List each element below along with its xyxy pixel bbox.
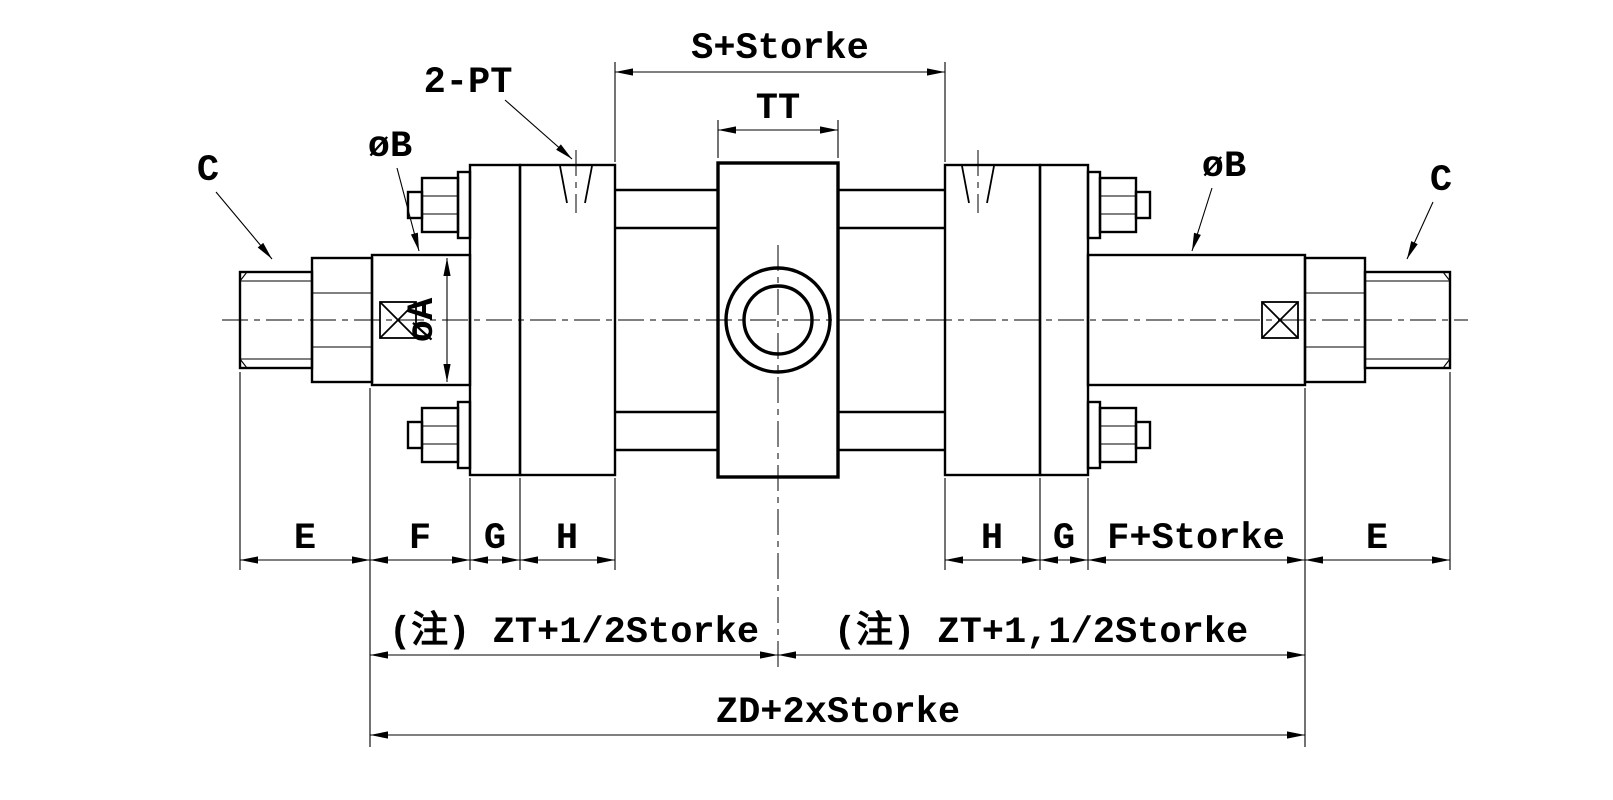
dim-label-g-left: G: [484, 518, 506, 560]
right-thread-stub: [1363, 270, 1452, 370]
label-2-pt: 2-PT: [424, 62, 513, 104]
label-dia-a: øA: [402, 297, 444, 342]
right-port: [961, 165, 995, 204]
dim-label-h-right: H: [981, 518, 1003, 560]
labels-layer: S+Storke TT 2-PT C øB øA øB C E F G H H …: [197, 28, 1452, 734]
dim-label-g-right: G: [1053, 518, 1075, 560]
right-tie-rod-nut-top: [1086, 170, 1152, 240]
left-tie-rod-nut-bottom: [406, 400, 472, 470]
cylinder-tube-left: [615, 188, 718, 452]
left-port: [559, 165, 593, 204]
dim-label-zd: ZD+2xStorke: [716, 692, 960, 734]
dim-label-tt: TT: [756, 88, 800, 130]
dim-label-h-left: H: [556, 518, 578, 560]
left-rod-section-symbol: [379, 301, 417, 339]
label-dia-b-left: øB: [368, 126, 412, 168]
dim-label-f-storke: F+Storke: [1107, 518, 1285, 560]
dim-label-zt-left: (注) ZT+1/2Storke: [389, 609, 759, 654]
label-dia-b-right: øB: [1202, 146, 1246, 188]
label-c-right: C: [1430, 160, 1452, 202]
dim-label-s-storke: S+Storke: [691, 28, 869, 70]
dim-label-f-left: F: [409, 518, 431, 560]
trunnion-block: [716, 161, 840, 479]
right-tie-rod-nut-bottom: [1086, 400, 1152, 470]
right-rod-section-symbol: [1261, 301, 1299, 339]
left-tie-rod-nut-top: [406, 170, 472, 240]
dimension-lines: [240, 68, 1450, 739]
leader-lines: [215, 99, 1434, 260]
label-c-left: C: [197, 150, 219, 192]
dimension-extension-lines: [239, 62, 1451, 747]
dim-label-zt-right: (注) ZT+1,1/2Storke: [834, 609, 1248, 654]
dim-label-e-right: E: [1366, 518, 1388, 560]
left-cylinder-head: [518, 163, 617, 477]
dim-label-e-left: E: [294, 518, 316, 560]
cylinder-tube-right: [838, 188, 945, 452]
